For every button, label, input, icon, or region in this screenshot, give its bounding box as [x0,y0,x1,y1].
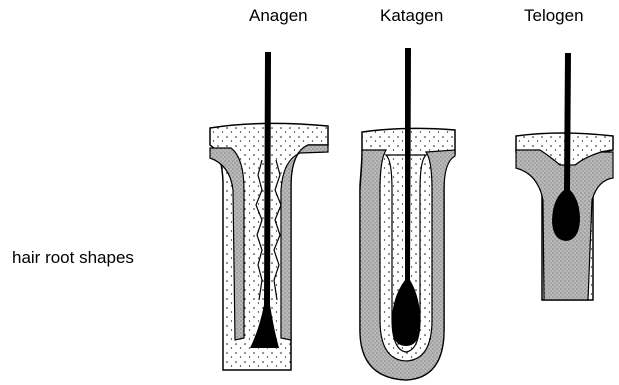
anagen-right-sheath [281,145,328,340]
telogen-follicle [516,53,613,300]
katagen-follicle [360,48,455,380]
anagen-follicle [210,52,328,370]
